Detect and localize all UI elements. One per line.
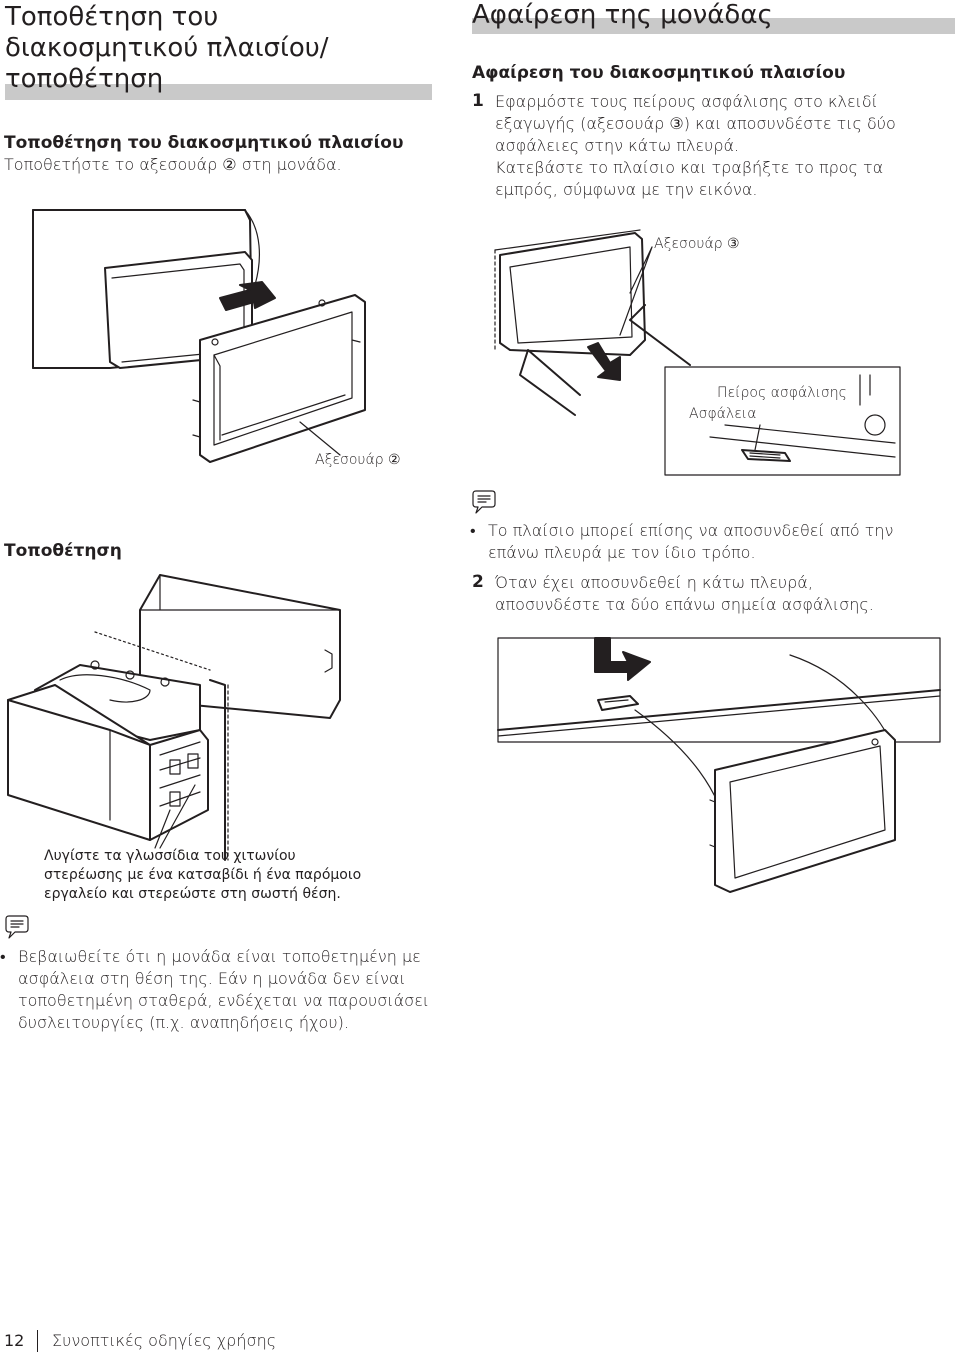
right-sub-heading: Αφαίρεση του διακοσμητικού πλαισίου: [472, 63, 846, 83]
left-note-line1: Βεβαιωθείτε ότι η μονάδα είναι τοποθετημ…: [18, 947, 421, 966]
bend-caption-line3: εργαλείο και στερεώστε στη σωστή θέση.: [44, 886, 341, 902]
step1-line3: ασφάλειες στην κάτω πλευρά.: [495, 136, 740, 155]
step1-number: 1: [472, 91, 484, 111]
accessory2-label: Αξεσουάρ ②: [315, 452, 401, 468]
step1-line4: Κατεβάστε το πλαίσιο και τραβήξτε το προ…: [495, 158, 884, 177]
left-title-bar: [5, 84, 432, 100]
step1-line1: Εφαρμόστε τους πείρους ασφάλισης στο κλε…: [495, 92, 878, 111]
left-title-line3: τοποθέτηση: [5, 64, 164, 94]
left-note-line2: ασφάλεια στη θέση της. Εάν η μονάδα δεν …: [18, 969, 406, 988]
escutcheon-fitting-figure: [32, 209, 366, 463]
footer-divider: [37, 1330, 38, 1352]
step2-line2: αποσυνδέστε τα δύο επάνω σημεία ασφάλιση…: [495, 595, 874, 614]
step2-number: 2: [472, 572, 484, 592]
left-note-line4: δυσλειτουργίες (π.χ. αναπηδήσεις ήχου).: [18, 1013, 349, 1032]
right-note-line2: επάνω πλευρά με τον ίδιο τρόπο.: [488, 543, 756, 562]
top-detach-figure: [497, 637, 941, 893]
step1-line2: εξαγωγής (αξεσουάρ ③) και αποσυνδέστε τι…: [495, 114, 896, 133]
left-title-line2: διακοσμητικού πλαισίου/: [5, 33, 329, 63]
step1-line5: εμπρός, σύμφωνα με την εικόνα.: [495, 180, 758, 199]
accessory3-label: Αξεσουάρ ③: [654, 236, 740, 252]
lock-pin-label: Πείρος ασφάλισης: [717, 385, 847, 401]
installation-figure: [7, 574, 341, 861]
escutcheon-removal-figure: [494, 229, 901, 476]
note-icon: [5, 915, 29, 939]
left-sub-heading: Τοποθέτηση του διακοσμητικού πλαισίου: [4, 133, 404, 153]
bend-caption-line1: Λυγίστε τα γλωσσίδια του χιτωνίου: [44, 848, 296, 864]
page-number: 12: [4, 1331, 25, 1350]
step2-line1: Όταν έχει αποσυνδεθεί η κάτω πλευρά,: [495, 573, 813, 592]
bend-caption-line2: στερέωσης με ένα κατσαβίδι ή ένα παρόμοι…: [44, 867, 362, 883]
install-heading: Τοποθέτηση: [4, 541, 122, 561]
left-instruction: Τοποθετήστε το αξεσουάρ ② στη μονάδα.: [4, 155, 342, 174]
right-title-bar: [472, 18, 955, 34]
manual-title: Συνοπτικές οδηγίες χρήσης: [52, 1331, 277, 1350]
right-title: Αφαίρεση της μονάδας: [472, 0, 773, 30]
right-note-line1: Το πλαίσιο μπορεί επίσης να αποσυνδεθεί …: [488, 521, 894, 540]
note-icon-right: [472, 490, 496, 514]
left-note-line3: τοποθετημένη σταθερά, ενδέχεται να παρου…: [18, 991, 430, 1010]
lock-label: Ασφάλεια: [689, 406, 757, 422]
left-title-line1: Τοποθέτηση του: [5, 2, 219, 32]
